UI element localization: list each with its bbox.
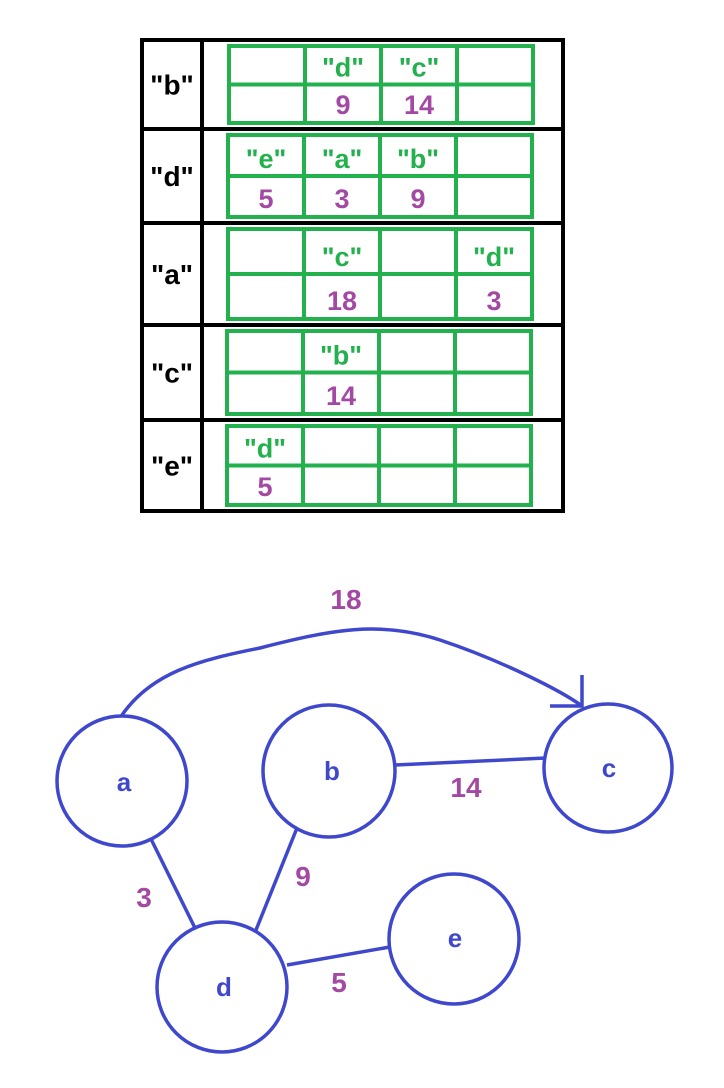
bucket-value: 18 [327,286,357,316]
row-key: "c" [151,358,193,389]
bucket-key: "a" [322,144,363,174]
bucket-key: "d" [473,242,515,272]
bucket-key: "c" [322,242,363,272]
hash-table-row: "d" "e" 5 "a" 3 "b" 9 [150,133,534,219]
row-key: "b" [150,70,194,101]
hash-table-row: "a" "c" 18 "d" 3 [151,227,534,321]
node-d: d [155,920,289,1054]
bucket-value: 5 [258,184,273,214]
bucket-value: 14 [404,90,434,120]
bucket-value: 14 [326,381,356,411]
row-key: "e" [151,451,193,482]
bucket-value: 9 [410,184,425,214]
row-key: "a" [151,259,193,290]
node-label: e [448,923,462,953]
edge-a-d [148,836,198,931]
edge-weight-a-c: 18 [330,584,361,615]
bucket-key: "b" [397,144,439,174]
hash-table-row: "e" "d" 5 [151,424,533,507]
hash-table-frame [140,38,565,513]
edge-a-c [118,627,584,719]
edge-b-d [252,827,299,936]
node-b: b [261,703,397,839]
graph: 18 14 3 9 5 a b c d e [55,584,674,1054]
arrowhead-icon [550,675,584,708]
bucket-value: 3 [486,286,501,316]
hash-table-row: "c" "b" 14 [151,329,533,416]
bucket-key: "c" [399,53,440,83]
node-c: c [542,702,674,834]
bucket-key: "b" [320,341,362,371]
node-a: a [55,714,189,848]
bucket-key: "d" [322,53,364,83]
edge-b-c [394,756,547,767]
edge-weight-b-d: 9 [295,861,311,892]
node-label: b [324,756,340,786]
bucket-value: 3 [334,184,349,214]
bucket-key: "e" [246,144,287,174]
bucket-value: 5 [257,472,272,502]
node-e: e [387,872,521,1006]
edge-weight-b-c: 14 [450,772,482,803]
edge-weight-d-e: 5 [331,967,347,998]
node-label: a [117,767,132,797]
bucket-value: 9 [335,90,350,120]
node-label: c [602,753,616,783]
edge-d-e [286,945,391,967]
bucket-key: "d" [244,434,286,464]
node-label: d [216,972,232,1002]
row-key: "d" [150,161,194,192]
edge-weight-a-d: 3 [136,882,152,913]
hash-table-row: "b" "d" 9 "c" 14 [150,44,535,125]
hash-table: "b""d"9"c"14"d""e"5"a"3"b"9"a""c"18"d"3"… [140,38,565,513]
